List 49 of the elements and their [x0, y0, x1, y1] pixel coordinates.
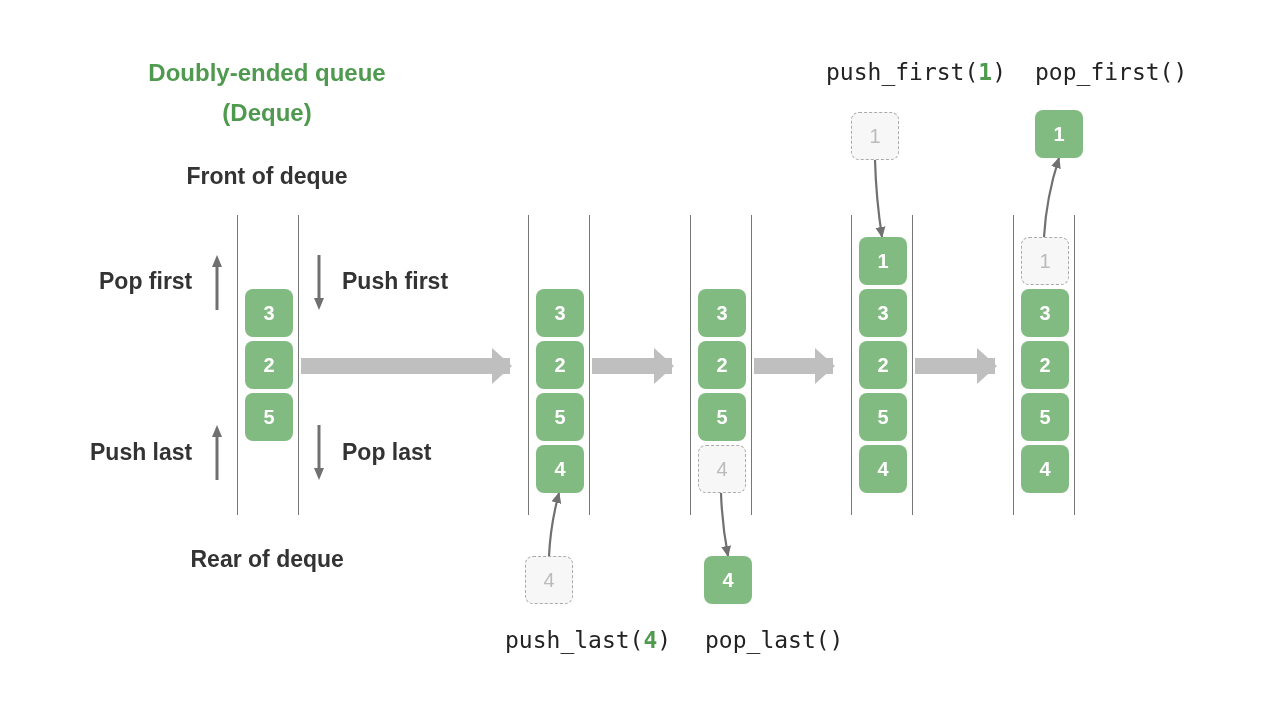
element-box: 2 [1021, 341, 1069, 389]
deque-tube [690, 215, 752, 515]
element-box: 2 [245, 341, 293, 389]
element-box: 3 [1021, 289, 1069, 337]
empty-slot: 4 [698, 445, 746, 493]
deque-tube [1013, 215, 1075, 515]
arrow [873, 159, 886, 238]
step-arrow [915, 348, 997, 384]
element-box: 5 [1021, 393, 1069, 441]
title: Doubly-ended queue (Deque) [147, 58, 387, 128]
element-box: 2 [698, 341, 746, 389]
operation-label: push_first(1) [826, 59, 1007, 85]
arrow [547, 492, 562, 557]
step-arrow [301, 348, 512, 384]
element-box: 1 [859, 237, 907, 285]
text-label: Pop last [342, 439, 432, 466]
deque-tube [528, 215, 590, 515]
empty-slot: 4 [525, 556, 573, 604]
element-box: 3 [245, 289, 293, 337]
text-label: Rear of deque [190, 546, 344, 573]
element-box: 1 [1035, 110, 1083, 158]
element-box: 4 [704, 556, 752, 604]
element-box: 4 [1021, 445, 1069, 493]
empty-slot: 1 [1021, 237, 1069, 285]
element-box: 5 [698, 393, 746, 441]
element-box: 5 [536, 393, 584, 441]
element-box: 2 [536, 341, 584, 389]
text-label: Push last [90, 439, 193, 466]
element-box: 3 [859, 289, 907, 337]
arrow [1042, 157, 1061, 238]
text-label: Push first [342, 268, 449, 295]
element-box: 5 [859, 393, 907, 441]
deque-tube [851, 215, 913, 515]
step-arrow [754, 348, 835, 384]
element-box: 4 [536, 445, 584, 493]
element-box: 3 [698, 289, 746, 337]
deque-tube [237, 215, 299, 515]
arrow [719, 492, 732, 557]
operation-label: push_last(4) [505, 627, 672, 653]
text-label: Pop first [99, 268, 193, 295]
element-box: 5 [245, 393, 293, 441]
operation-label: pop_first() [1035, 59, 1188, 85]
empty-slot: 1 [851, 112, 899, 160]
element-box: 2 [859, 341, 907, 389]
step-arrow [592, 348, 674, 384]
operation-label: pop_last() [705, 627, 844, 653]
element-box: 3 [536, 289, 584, 337]
element-box: 4 [859, 445, 907, 493]
text-label: Front of deque [186, 163, 348, 190]
